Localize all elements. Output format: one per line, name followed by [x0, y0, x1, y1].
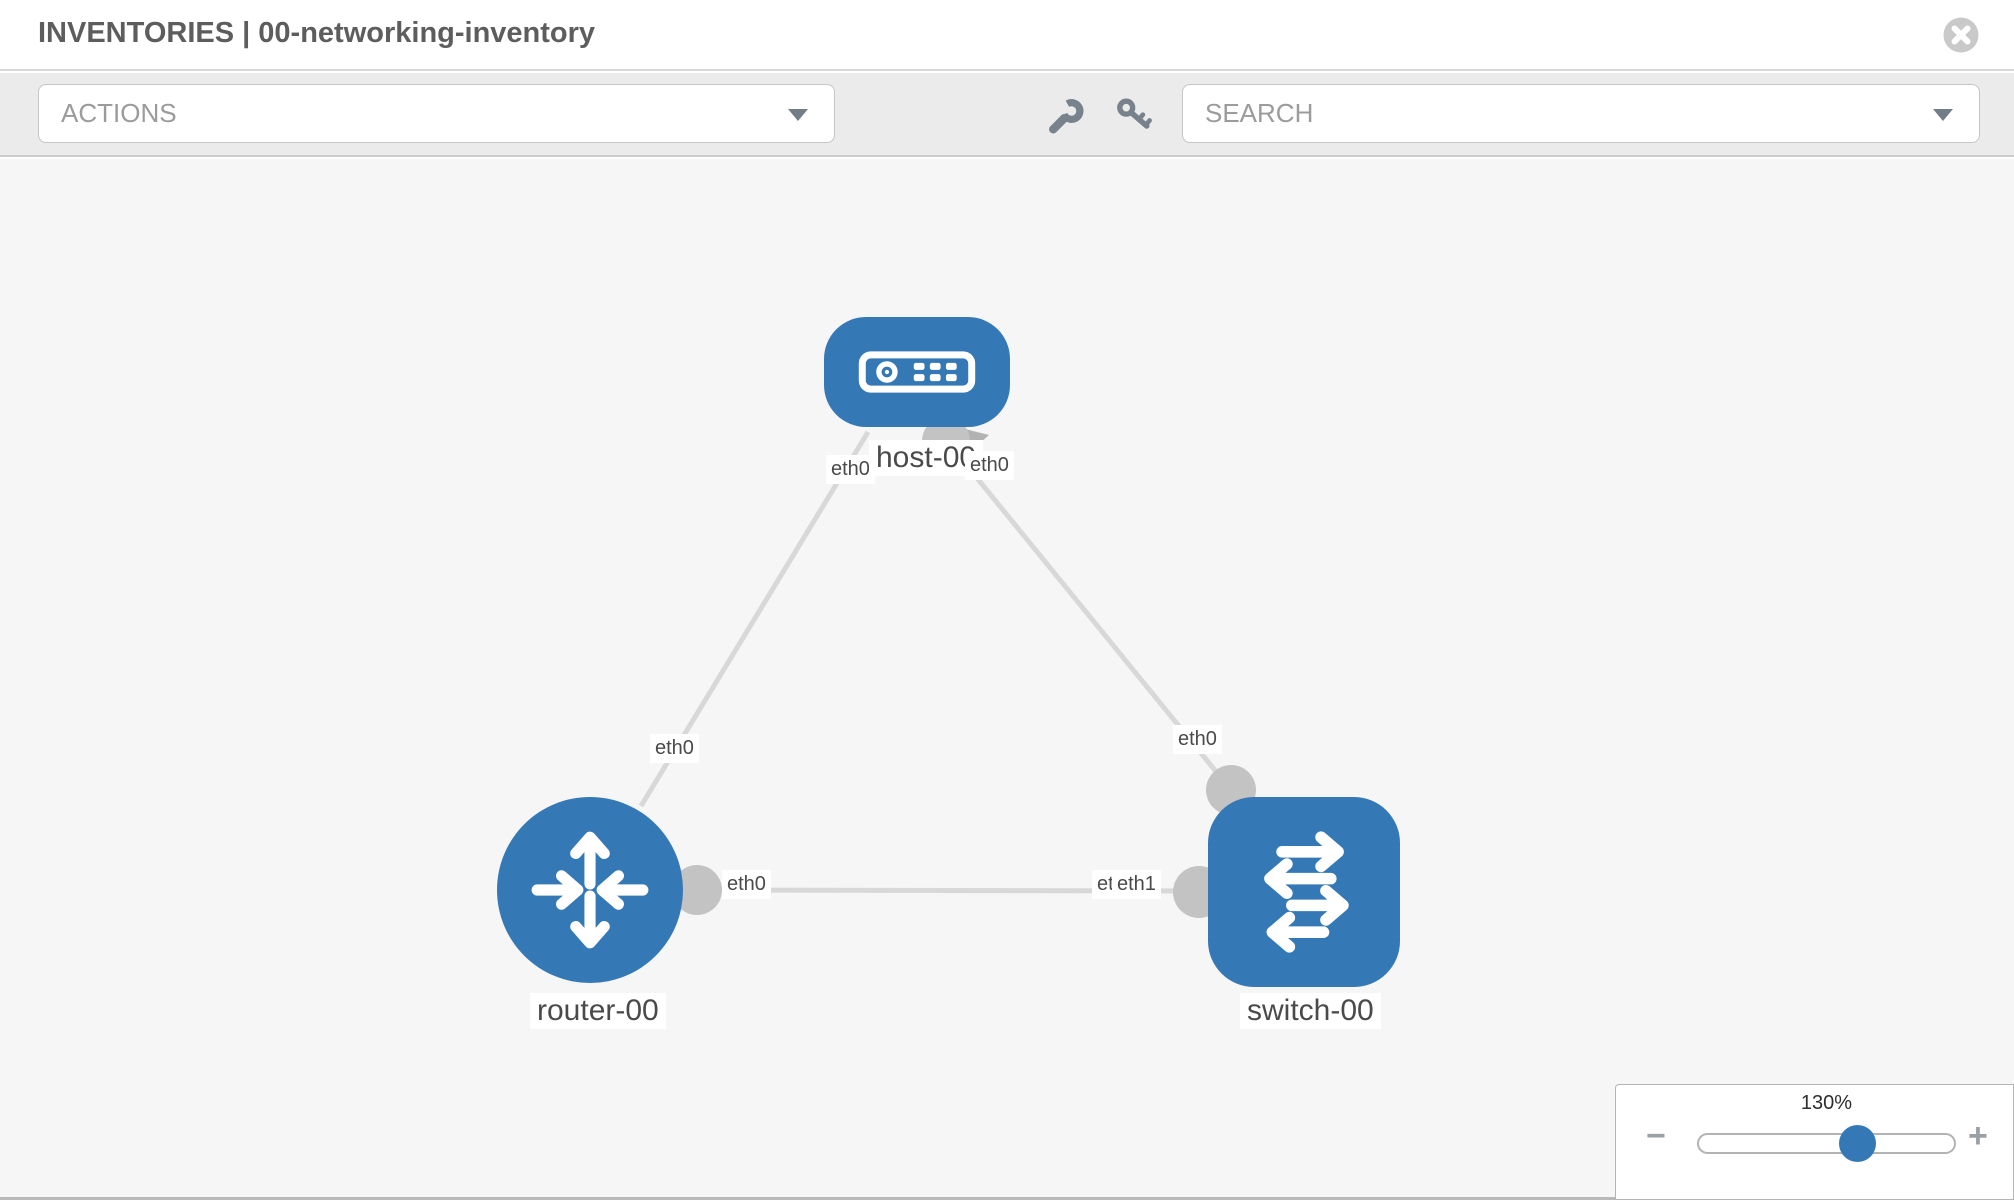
actions-dropdown-label: ACTIONS — [61, 98, 177, 128]
node-label-switch: switch-00 — [1240, 993, 1381, 1029]
search-input[interactable] — [1205, 98, 1885, 129]
host-device-icon — [858, 351, 976, 393]
iface-label: eth0 — [722, 870, 771, 899]
node-host-00[interactable] — [824, 317, 1010, 427]
link-endpoint — [672, 865, 722, 915]
zoom-in-button[interactable]: + — [1968, 1117, 1988, 1155]
iface-label: eth1 — [1112, 870, 1161, 899]
chevron-down-icon — [788, 109, 808, 121]
actions-dropdown[interactable]: ACTIONS — [38, 84, 835, 143]
chevron-down-icon — [1933, 109, 1953, 121]
search-dropdown[interactable] — [1182, 84, 1980, 143]
zoom-out-button[interactable]: − — [1646, 1117, 1666, 1155]
zoom-control-panel: 130% − + — [1615, 1084, 2014, 1200]
credentials-button[interactable] — [1114, 96, 1154, 136]
page-title: INVENTORIES | 00-networking-inventory — [38, 17, 596, 49]
iface-label: eth0 — [965, 451, 1014, 480]
zoom-slider-handle[interactable] — [1839, 1125, 1876, 1162]
toolbar: ACTIONS — [0, 73, 2014, 157]
node-label-router: router-00 — [530, 993, 666, 1029]
topology-canvas[interactable] — [0, 159, 2014, 1200]
close-button[interactable] — [1942, 16, 1980, 54]
close-icon — [1943, 17, 1979, 53]
router-arrows-icon — [531, 831, 649, 949]
iface-label: eth0 — [650, 734, 699, 763]
wrench-icon — [1049, 99, 1084, 134]
switch-arrows-icon — [1264, 831, 1349, 953]
node-label-host: host-00 — [869, 440, 984, 476]
iface-label: eth0 — [826, 455, 875, 484]
node-router-00[interactable] — [497, 797, 683, 983]
header-bar: INVENTORIES | 00-networking-inventory — [0, 0, 2014, 71]
iface-label: eth0 — [1173, 725, 1222, 754]
tools-button[interactable] — [1046, 96, 1086, 136]
zoom-level-value: 130% — [1800, 1092, 1853, 1114]
key-icon — [1117, 98, 1152, 129]
node-switch-00[interactable] — [1208, 797, 1400, 987]
zoom-slider-track[interactable] — [1697, 1133, 1956, 1154]
